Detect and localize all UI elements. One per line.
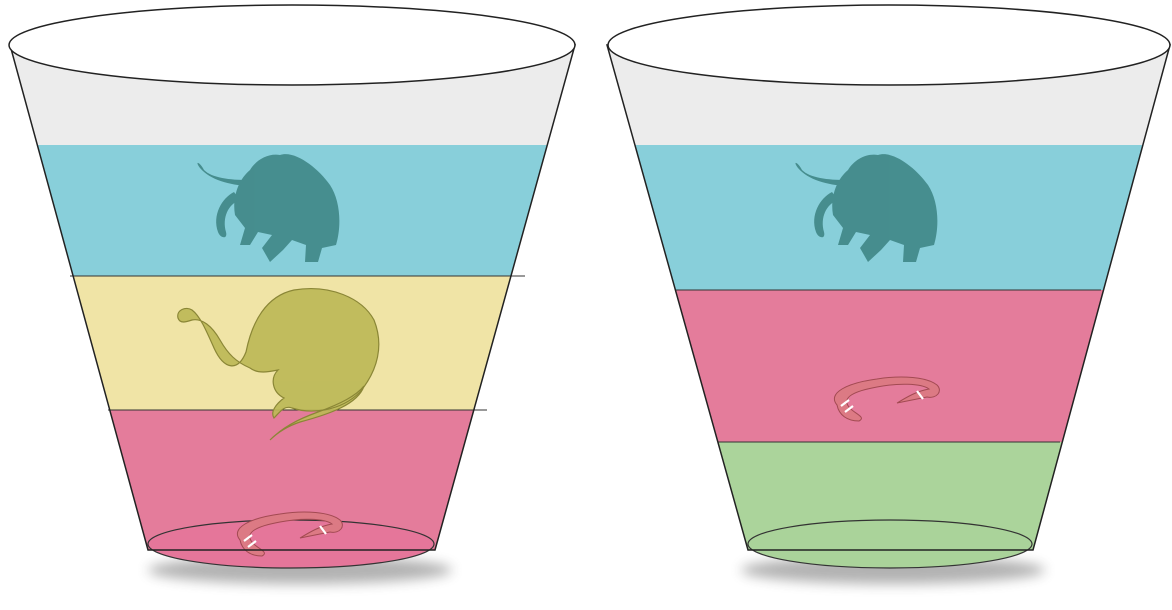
cup-bottom — [148, 520, 434, 568]
left-cup — [0, 5, 600, 584]
right-cup — [600, 5, 1172, 584]
cup-bottom — [748, 520, 1032, 568]
cup-rim — [9, 5, 575, 85]
cup-rim — [608, 5, 1170, 85]
layer-pink — [600, 290, 1172, 442]
